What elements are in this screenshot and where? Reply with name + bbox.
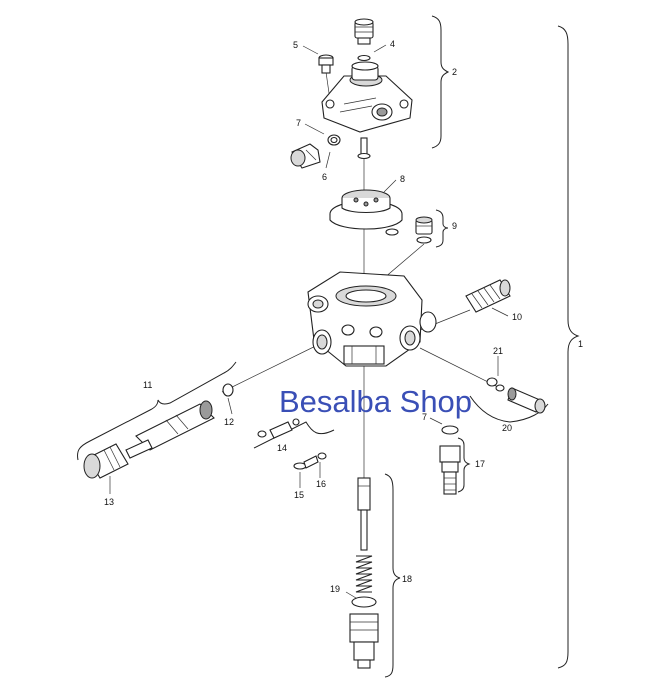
callout-13: 13 xyxy=(104,497,114,507)
leader-5 xyxy=(302,45,319,55)
callout-6: 6 xyxy=(322,172,327,182)
callout-7b: 7 xyxy=(422,412,427,422)
leader-10 xyxy=(491,307,509,317)
left-cartridge xyxy=(83,383,234,479)
fitting-17 xyxy=(439,425,461,495)
callout-7a: 7 xyxy=(296,118,301,128)
center-pin xyxy=(357,137,371,160)
screw-5 xyxy=(318,54,334,74)
side-knob xyxy=(290,134,341,169)
bracket-11 xyxy=(77,361,237,461)
right-plug xyxy=(486,377,546,414)
filter-10 xyxy=(465,279,511,313)
callout-20: 20 xyxy=(502,423,512,433)
bracket-17 xyxy=(457,437,471,493)
leader-7b xyxy=(429,417,443,425)
bracket-14 xyxy=(253,421,335,449)
callout-15: 15 xyxy=(294,490,304,500)
callout-17: 17 xyxy=(475,459,485,469)
leader-7a xyxy=(304,123,325,135)
callout-5: 5 xyxy=(293,40,298,50)
bracket-18 xyxy=(384,473,401,678)
top-plug xyxy=(354,18,374,62)
leader-19 xyxy=(345,591,357,599)
watermark-text: Besalba Shop xyxy=(279,384,472,419)
bracket-1 xyxy=(557,25,580,669)
callout-11: 11 xyxy=(143,380,152,390)
plunger-assembly xyxy=(349,477,379,669)
leader-4 xyxy=(373,44,387,53)
callout-18: 18 xyxy=(402,574,412,584)
callout-10: 10 xyxy=(512,312,522,322)
bracket-2 xyxy=(431,15,450,149)
leader-6 xyxy=(325,151,331,169)
callout-2: 2 xyxy=(452,67,457,77)
callout-12: 12 xyxy=(224,417,234,427)
main-housing xyxy=(307,271,437,367)
top-cover xyxy=(321,61,413,133)
callout-14: 14 xyxy=(277,443,287,453)
callout-19: 19 xyxy=(330,584,340,594)
callout-9: 9 xyxy=(452,221,457,231)
leader-12 xyxy=(227,397,233,415)
callout-8: 8 xyxy=(400,174,405,184)
valve-9 xyxy=(415,216,433,244)
callout-1: 1 xyxy=(578,339,583,349)
small-parts-14-16 xyxy=(257,418,327,470)
diaphragm-plate xyxy=(329,189,403,236)
leader-8 xyxy=(383,179,397,193)
callout-16: 16 xyxy=(316,479,326,489)
callout-4: 4 xyxy=(390,39,395,49)
callout-21: 21 xyxy=(493,346,503,356)
bracket-9 xyxy=(435,209,449,248)
